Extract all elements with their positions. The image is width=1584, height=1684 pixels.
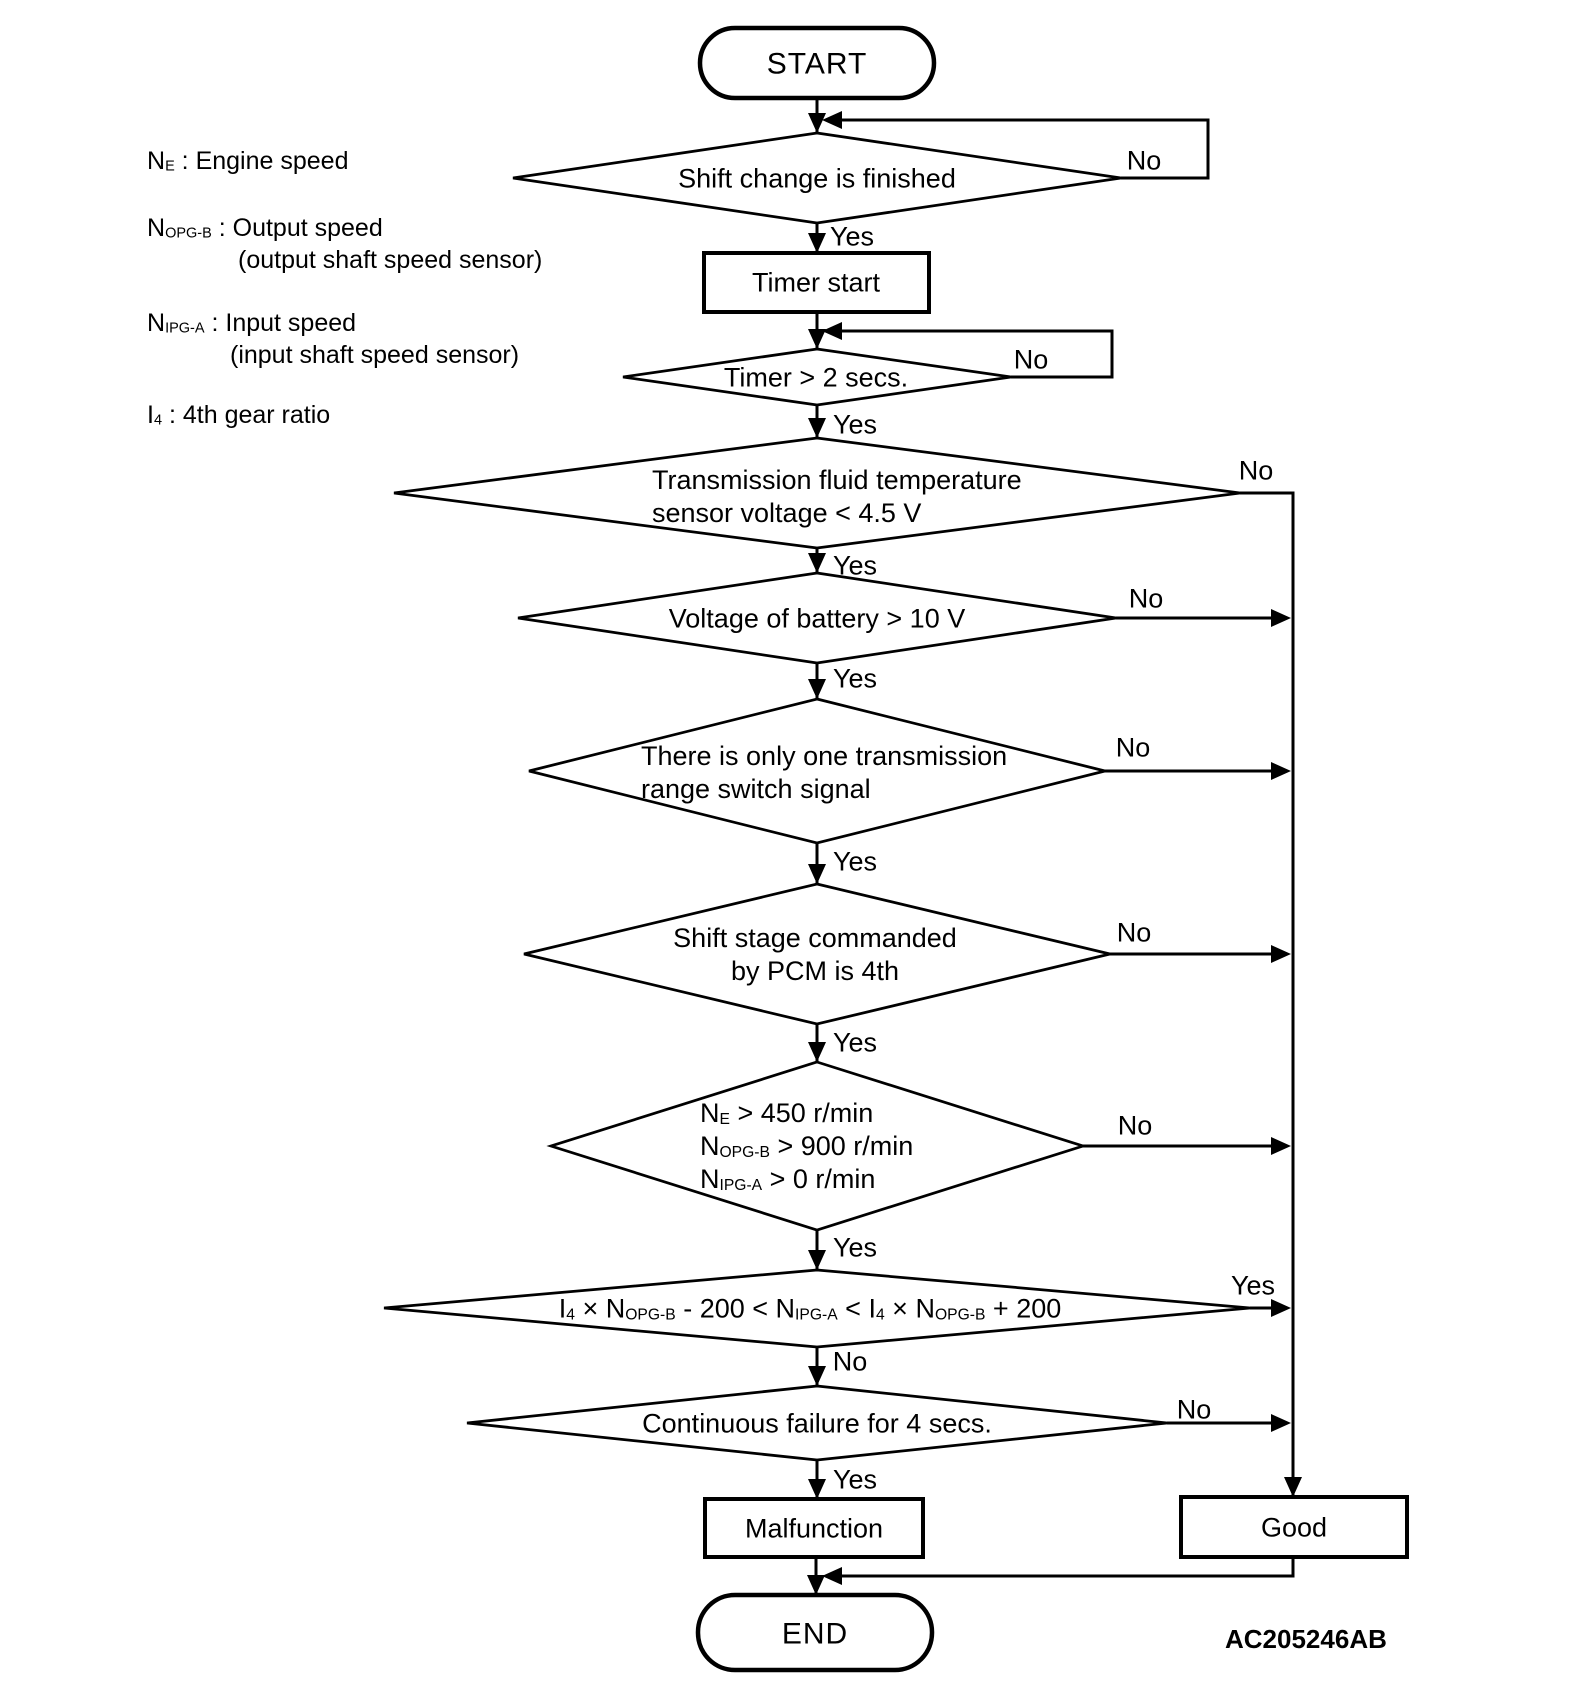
- legend-description: : Input speed: [204, 309, 357, 337]
- decision-speed-line1: NE > 450 r/min: [700, 1098, 874, 1128]
- decision-fluid-temp-line2: sensor voltage < 4.5 V: [652, 498, 922, 528]
- decision-shift-stage-label: Shift stage commanded by PCM is 4th: [673, 922, 957, 988]
- decision-fluid-temp-shape: [393, 436, 1241, 550]
- legend-description: : 4th gear ratio: [162, 401, 331, 429]
- process-good-shape: [1179, 1495, 1409, 1559]
- edge-label-no-timer: No: [1013, 344, 1049, 375]
- decision-gear-ratio-shape: [383, 1268, 1251, 1349]
- start-label: START: [766, 47, 868, 81]
- process-timer-start-shape: [702, 251, 931, 314]
- terminator-end-shape: [695, 1592, 935, 1673]
- process-malfunction-label: Malfunction: [744, 1513, 884, 1544]
- legend-symbol: N: [147, 214, 166, 242]
- legend-note-input-speed: (input shaft speed sensor): [230, 341, 520, 369]
- figure-code: AC205246AB: [1225, 1624, 1387, 1654]
- right-arrowhead-icons: [1271, 609, 1291, 1432]
- edge-label-yes-gear-ratio: Yes: [1230, 1270, 1276, 1301]
- decision-fluid-temp-line1: Transmission fluid temperature: [652, 465, 1022, 495]
- decision-continuous-failure-shape: [466, 1384, 1168, 1462]
- edge-label-yes-range-switch: Yes: [832, 846, 878, 877]
- process-timer-start-label: Timer start: [752, 267, 880, 298]
- decision-battery-label: Voltage of battery > 10 V: [668, 603, 966, 634]
- edge-label-no-shift-change: No: [1126, 145, 1162, 176]
- decision-speed-shape: [546, 1060, 1088, 1232]
- legend-subscript: OPG-B: [165, 225, 212, 242]
- end-label: END: [781, 1617, 849, 1651]
- legend-symbol: N: [147, 147, 166, 175]
- legend-subscript: 4: [153, 412, 163, 429]
- legend-subscript: IPG-A: [165, 320, 205, 337]
- down-arrowhead-icons: [807, 113, 1302, 1595]
- terminator-start-shape: [697, 25, 937, 101]
- decision-range-switch-label: There is only one transmission range swi…: [641, 740, 1007, 806]
- decision-range-switch-line2: range switch signal: [641, 774, 871, 804]
- no-loop-timer-wire: [842, 329, 1114, 379]
- legend-description: : Engine speed: [174, 147, 349, 175]
- edge-label-no-speed: No: [1117, 1110, 1153, 1141]
- edge-label-no-battery: No: [1128, 583, 1164, 614]
- decision-shift-stage-line1: Shift stage commanded: [673, 923, 957, 953]
- decision-continuous-failure-label: Continuous failure for 4 secs.: [642, 1408, 992, 1439]
- edge-label-yes-speed: Yes: [832, 1232, 878, 1263]
- legend-description: : Output speed: [211, 214, 383, 242]
- decision-shift-stage-shape: [523, 882, 1111, 1026]
- edge-label-yes-fluid-temp: Yes: [832, 550, 878, 581]
- decision-gear-ratio-label: I4 × NOPG-B - 200 < NIPG-A < I4 × NOPG-B…: [558, 1293, 1062, 1324]
- edge-label-yes-continuous-failure: Yes: [832, 1464, 878, 1495]
- decision-shift-change-shape: [512, 131, 1122, 225]
- legend-item-engine-speed: NE : Engine speed: [147, 145, 348, 177]
- decision-range-switch-shape: [528, 697, 1106, 845]
- edge-label-yes-shift-change: Yes: [829, 221, 875, 252]
- edge-label-no-fluid-temp: No: [1238, 455, 1274, 486]
- decision-fluid-temp-label: Transmission fluid temperature sensor vo…: [652, 464, 1022, 530]
- decision-speed-line3: NIPG-A > 0 r/min: [700, 1164, 876, 1194]
- decision-battery-shape: [517, 571, 1117, 665]
- edge-label-no-gear-ratio: No: [832, 1346, 868, 1377]
- edge-label-no-shift-stage: No: [1116, 917, 1152, 948]
- legend-symbol: I: [147, 401, 154, 429]
- no-loop-shift-change-wire: [842, 118, 1210, 180]
- decision-timer-shape: [622, 347, 1012, 407]
- legend-subscript: E: [165, 158, 175, 175]
- legend-item-input-speed: NIPG-A : Input speed: [147, 307, 356, 339]
- legend-note-output-speed: (output shaft speed sensor): [238, 246, 543, 274]
- decision-shift-stage-line2: by PCM is 4th: [730, 956, 900, 986]
- process-malfunction-shape: [703, 1497, 925, 1559]
- decision-shift-change-label: Shift change is finished: [678, 163, 956, 194]
- edge-label-yes-battery: Yes: [832, 663, 878, 694]
- good-to-end-wire: [842, 1557, 1295, 1578]
- edge-label-yes-shift-stage: Yes: [832, 1027, 878, 1058]
- legend-item-output-speed: NOPG-B : Output speed: [147, 212, 383, 244]
- decision-timer-label: Timer > 2 secs.: [723, 362, 909, 393]
- decision-range-switch-line1: There is only one transmission: [641, 741, 1008, 771]
- decision-speed-line2: NOPG-B > 900 r/min: [700, 1131, 914, 1161]
- no-branch-trunk-wire: [1240, 491, 1295, 1497]
- decision-speed-label: NE > 450 r/min NOPG-B > 900 r/min NIPG-A…: [700, 1097, 913, 1196]
- legend-symbol: N: [147, 309, 166, 337]
- process-good-label: Good: [1260, 1512, 1328, 1543]
- edge-label-yes-timer: Yes: [832, 409, 878, 440]
- legend-item-gear-ratio: I4 : 4th gear ratio: [147, 399, 330, 431]
- edge-label-no-range-switch: No: [1115, 732, 1151, 763]
- edge-label-no-continuous-failure: No: [1176, 1394, 1212, 1425]
